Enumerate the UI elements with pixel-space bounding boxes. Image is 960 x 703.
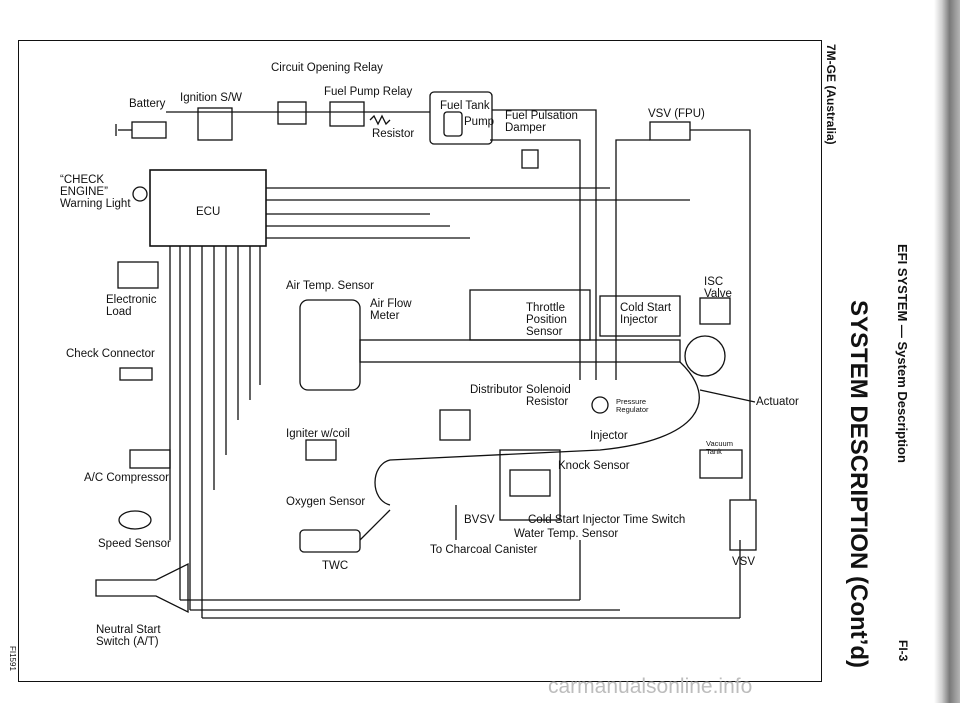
- watermark: carmanualsonline.info: [548, 675, 753, 698]
- label-vsv: VSV: [732, 556, 756, 568]
- label-vacuum-tank: Vacuum Tank: [706, 439, 733, 456]
- vacuum-tank-box: [699, 449, 743, 479]
- label-ac-compressor: A/C Compressor: [84, 472, 169, 484]
- label-resistor: Resistor: [372, 128, 415, 140]
- fuel-tank-box: [429, 91, 493, 145]
- label-injector: Injector: [590, 430, 628, 442]
- battery-box: [131, 121, 167, 139]
- label-knock-sensor: Knock Sensor: [558, 460, 630, 472]
- diagram-frame: [18, 40, 822, 682]
- fuel-return-line: [490, 139, 581, 380]
- page-title: SYSTEM DESCRIPTION (Cont’d): [845, 300, 872, 668]
- label-water-temp-sensor: Water Temp. Sensor: [514, 528, 619, 540]
- label-circuit-opening-relay: Circuit Opening Relay: [271, 62, 383, 74]
- label-battery: Battery: [129, 98, 166, 110]
- actuator-leader: [699, 389, 756, 403]
- pressure-regulator-symbol: [591, 396, 609, 414]
- vsv-fpu-hose: [615, 139, 650, 380]
- twc-box: [299, 529, 361, 553]
- electronic-load-box: [117, 261, 159, 289]
- label-pressure-regulator: Pressure Regulator: [616, 397, 649, 414]
- label-cold-start-injector-time-switch: Cold Start Injector Time Switch: [528, 514, 686, 526]
- exhaust-pipe: [359, 509, 391, 541]
- label-electronic-load: Electronic Load: [106, 294, 157, 318]
- label-to-charcoal-canister: To Charcoal Canister: [430, 544, 538, 556]
- fuel-line-to-damper: [492, 109, 597, 380]
- model-heading: 7M-GE (Australia): [824, 44, 838, 145]
- fuel-pump-relay-box: [329, 101, 365, 127]
- speed-sensor-symbol: [118, 510, 152, 530]
- label-oxygen-sensor: Oxygen Sensor: [286, 496, 366, 508]
- page-edge-shadow: [934, 0, 960, 703]
- label-distributor: Distributor: [470, 384, 523, 396]
- ac-compressor-box: [129, 449, 171, 469]
- air-intake-pipe: [359, 339, 681, 363]
- label-check-connector: Check Connector: [66, 348, 155, 360]
- fuel-filter-box: [521, 149, 539, 169]
- engine-cylinder: [499, 449, 561, 521]
- isc-valve-box: [699, 297, 731, 325]
- page-number: FI-3: [896, 640, 910, 662]
- figure-code: FI1591: [8, 646, 17, 671]
- label-check-engine-warning-light: “CHECK ENGINE” Warning Light: [60, 174, 131, 210]
- label-neutral-start-switch: Neutral Start Switch (A/T): [96, 624, 161, 648]
- label-air-temp-sensor: Air Temp. Sensor: [286, 280, 374, 292]
- vsv-fpu-box: [649, 121, 691, 141]
- label-ignition-sw: Ignition S/W: [180, 92, 242, 104]
- label-actuator: Actuator: [756, 396, 799, 408]
- label-fuel-pump-relay: Fuel Pump Relay: [324, 86, 413, 98]
- label-cold-start-injector: Cold Start Injector: [620, 302, 672, 326]
- label-igniter-w-coil: Igniter w/coil: [286, 428, 350, 440]
- vsv-box: [729, 499, 757, 551]
- ecu-box: [149, 169, 267, 247]
- air-flow-meter-body: [299, 299, 361, 391]
- fuel-pump-box: [443, 111, 463, 137]
- neutral-start-switch-symbol: [95, 562, 189, 614]
- throttle-body-symbol: [684, 335, 726, 377]
- label-fuel-tank: Fuel Tank: [440, 100, 490, 112]
- label-vsv-fpu: VSV (FPU): [648, 108, 705, 120]
- engine-piston: [509, 469, 551, 497]
- label-throttle-position-sensor: Throttle Position Sensor: [526, 302, 567, 338]
- cold-start-injector-box: [599, 295, 681, 337]
- label-bvsv: BVSV: [464, 514, 495, 526]
- label-isc-valve: ISC Valve: [704, 276, 732, 300]
- ignition-switch-box: [197, 107, 233, 141]
- label-ecu: ECU: [196, 206, 221, 218]
- igniter-box: [305, 439, 337, 461]
- intake-manifold-outline: [374, 361, 700, 506]
- label-fuel-pulsation-damper: Fuel Pulsation Damper: [505, 110, 578, 134]
- label-air-flow-meter: Air Flow Meter: [370, 298, 412, 322]
- throttle-position-sensor-box: [469, 289, 591, 341]
- vsv-fpu-line: [690, 129, 751, 500]
- distributor-box: [439, 409, 471, 441]
- label-solenoid-resistor: Solenoid Resistor: [526, 384, 571, 408]
- label-twc: TWC: [322, 560, 349, 572]
- section-heading: EFI SYSTEM — System Description: [895, 244, 910, 463]
- resistor-symbol: [369, 114, 391, 126]
- label-speed-sensor: Speed Sensor: [98, 538, 171, 550]
- check-engine-light-symbol: [132, 186, 148, 202]
- label-pump: Pump: [464, 116, 495, 128]
- check-connector-box: [119, 367, 153, 381]
- circuit-opening-relay-box: [277, 101, 307, 125]
